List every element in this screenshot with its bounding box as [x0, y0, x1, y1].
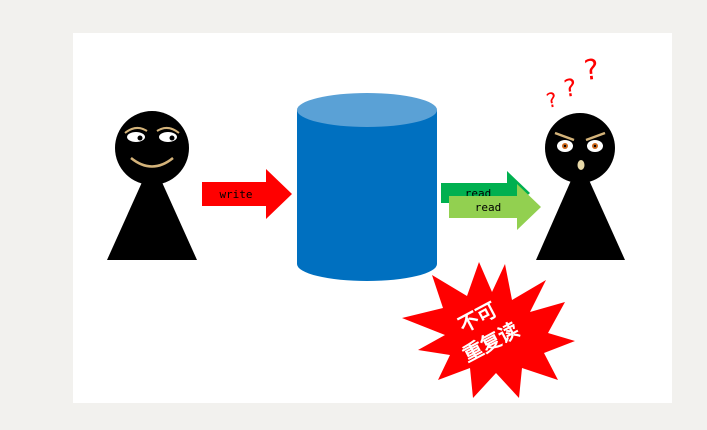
read-label-front: read [475, 201, 502, 214]
confused-angry-person-icon [536, 113, 625, 260]
question-mark-2: ? [562, 73, 579, 103]
read-arrow-front: read [449, 184, 541, 230]
question-mark-1: ? [544, 87, 559, 113]
starburst-icon: 不可 重复读 [402, 262, 575, 398]
question-mark-3: ? [582, 53, 600, 87]
database-cylinder-icon [297, 93, 437, 281]
happy-person-icon [107, 111, 197, 260]
write-arrow: write [202, 169, 292, 219]
write-label: write [219, 188, 252, 201]
